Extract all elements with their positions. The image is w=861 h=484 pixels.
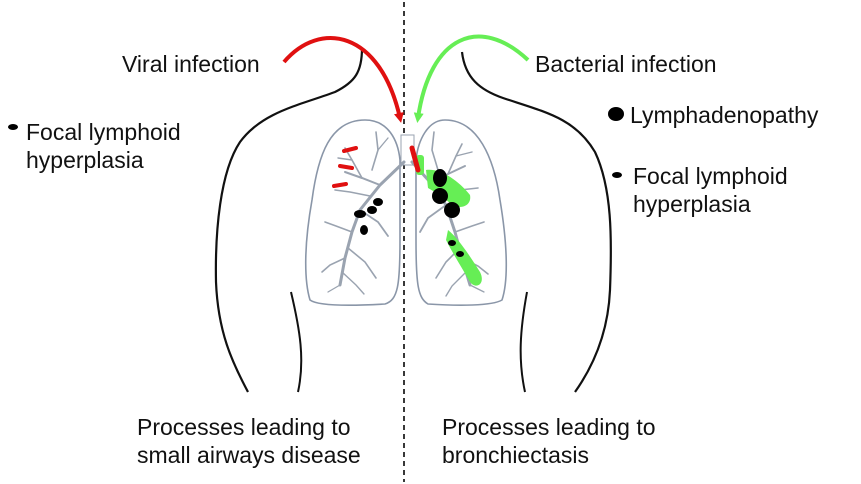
viral-inflammation bbox=[332, 145, 421, 188]
lymph-nodes bbox=[354, 169, 464, 257]
body-outline-right bbox=[460, 51, 612, 393]
small-lymph-dot-icon bbox=[8, 124, 18, 130]
arm-line-right bbox=[519, 291, 528, 393]
bacterial-infection-label: Bacterial infection bbox=[535, 51, 717, 77]
small-lymph-dot-icon bbox=[612, 172, 622, 178]
arm-line-left bbox=[290, 291, 303, 393]
large-lymph-dot-icon bbox=[608, 107, 624, 121]
left-focal-lymphoid-legend: Focal lymphoid hyperplasia bbox=[26, 119, 181, 173]
right-caption: Processes leading to bronchiectasis bbox=[442, 414, 656, 468]
left-caption: Processes leading to small airways disea… bbox=[137, 414, 361, 468]
body-outline-left bbox=[214, 47, 364, 393]
bacterial-infection-arrow bbox=[413, 34, 530, 123]
left-lung bbox=[304, 119, 401, 306]
lymphadenopathy-legend: Lymphadenopathy bbox=[630, 102, 819, 128]
viral-infection-arrow bbox=[282, 36, 404, 123]
viral-infection-label: Viral infection bbox=[122, 51, 260, 77]
right-focal-lymphoid-legend: Focal lymphoid hyperplasia bbox=[633, 163, 788, 217]
